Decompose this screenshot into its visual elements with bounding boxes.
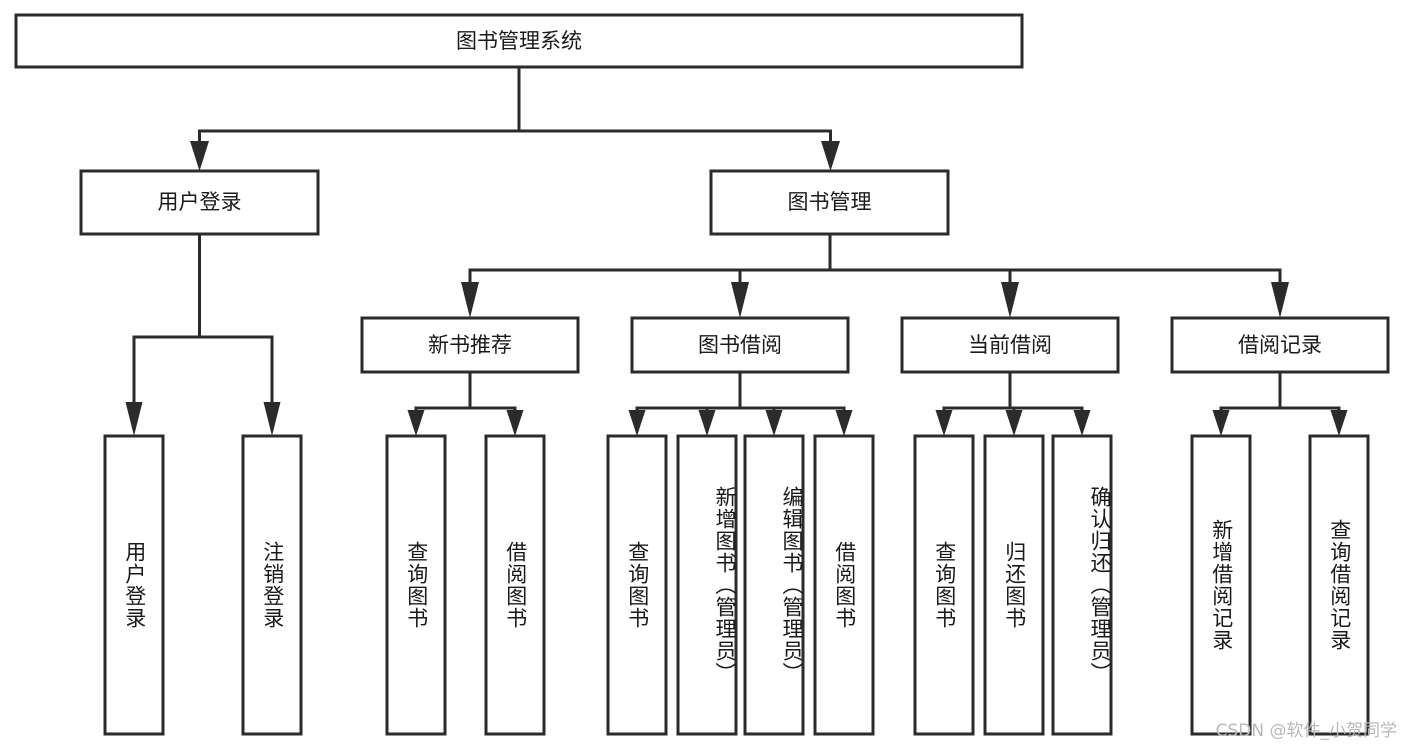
node-user-login-box[interactable] <box>79 169 320 236</box>
node-new-book-recommend[interactable]: 新书推荐 <box>360 316 580 374</box>
arrow-head-leaf-confirm-return <box>1073 410 1091 436</box>
node-root-label: 图书管理系统 <box>456 29 582 53</box>
arrow-head-book-manage <box>821 141 840 171</box>
connector-group-book-borrow <box>628 370 853 436</box>
node-new-book-recommend-box[interactable] <box>360 316 580 374</box>
watermark-text: CSDN @软件_小贺同学 <box>1215 721 1397 741</box>
node-leaf-query-record-box[interactable] <box>1308 434 1370 736</box>
arrow-head-leaf-query-book-2 <box>628 410 646 436</box>
node-current-borrow-box[interactable] <box>900 316 1120 374</box>
arrow-head-leaf-query-book-1 <box>407 410 425 436</box>
node-leaf-user-login-box[interactable] <box>103 434 165 736</box>
node-leaf-user-logout-box[interactable] <box>241 434 303 736</box>
node-book-manage[interactable]: 图书管理 <box>709 169 950 236</box>
arrow-head-leaf-user-logout <box>263 402 281 436</box>
arrow-head-current-borrow <box>1001 282 1019 318</box>
connector-group-book-manage <box>461 232 1289 318</box>
node-new-book-recommend-label: 新书推荐 <box>428 333 512 357</box>
node-leaf-add-book-box[interactable] <box>676 434 738 736</box>
arrow-head-leaf-query-book-3 <box>935 410 953 436</box>
node-book-borrow[interactable]: 图书借阅 <box>630 316 850 374</box>
node-book-manage-label: 图书管理 <box>788 190 872 214</box>
node-leaf-borrow-book-1-box[interactable] <box>484 434 546 736</box>
arrow-head-user-login <box>190 141 209 171</box>
node-book-borrow-label: 图书借阅 <box>698 333 782 357</box>
arrow-head-leaf-user-login <box>125 402 143 436</box>
node-leaf-add-record-box[interactable] <box>1190 434 1252 736</box>
arrow-head-leaf-borrow-book-2 <box>835 410 853 436</box>
connector-group-root <box>190 65 840 171</box>
node-book-manage-box[interactable] <box>709 169 950 236</box>
connector-group-current-borrow <box>935 370 1091 436</box>
node-leaf-borrow-book-2-box[interactable] <box>813 434 875 736</box>
node-borrow-record[interactable]: 借阅记录 <box>1170 316 1390 374</box>
arrow-head-book-borrow <box>731 282 749 318</box>
node-leaf-query-book-1-box[interactable] <box>385 434 447 736</box>
node-leaf-query-book-3-box[interactable] <box>913 434 975 736</box>
node-leaf-return-book-box[interactable] <box>983 434 1045 736</box>
arrow-head-leaf-add-record <box>1212 410 1230 436</box>
arrow-head-borrow-record <box>1271 282 1289 318</box>
node-user-login[interactable]: 用户登录 <box>79 169 320 236</box>
node-borrow-record-label: 借阅记录 <box>1238 333 1322 357</box>
arrow-head-leaf-return-book <box>1005 410 1023 436</box>
connector-group-borrow-record <box>1212 370 1348 436</box>
arrow-head-leaf-edit-book <box>765 410 783 436</box>
arrow-head-leaf-query-record <box>1330 410 1348 436</box>
node-user-login-label: 用户登录 <box>158 190 242 214</box>
node-root-box[interactable] <box>14 13 1024 69</box>
arrow-head-new-book-recommend <box>461 282 479 318</box>
node-leaf-confirm-return-box[interactable] <box>1051 434 1113 736</box>
node-current-borrow[interactable]: 当前借阅 <box>900 316 1120 374</box>
node-book-borrow-box[interactable] <box>630 316 850 374</box>
node-borrow-record-box[interactable] <box>1170 316 1390 374</box>
node-leaf-query-book-2-box[interactable] <box>606 434 668 736</box>
arrow-head-leaf-borrow-book-1 <box>506 410 524 436</box>
node-current-borrow-label: 当前借阅 <box>968 333 1052 357</box>
arrow-head-leaf-add-book <box>698 410 716 436</box>
node-root[interactable]: 图书管理系统 <box>14 13 1024 69</box>
node-leaf-edit-book-box[interactable] <box>743 434 805 736</box>
connector-group-user-login <box>125 232 281 436</box>
connector-group-new-book-recommend <box>407 370 524 436</box>
leaf-boxes <box>103 434 1370 736</box>
